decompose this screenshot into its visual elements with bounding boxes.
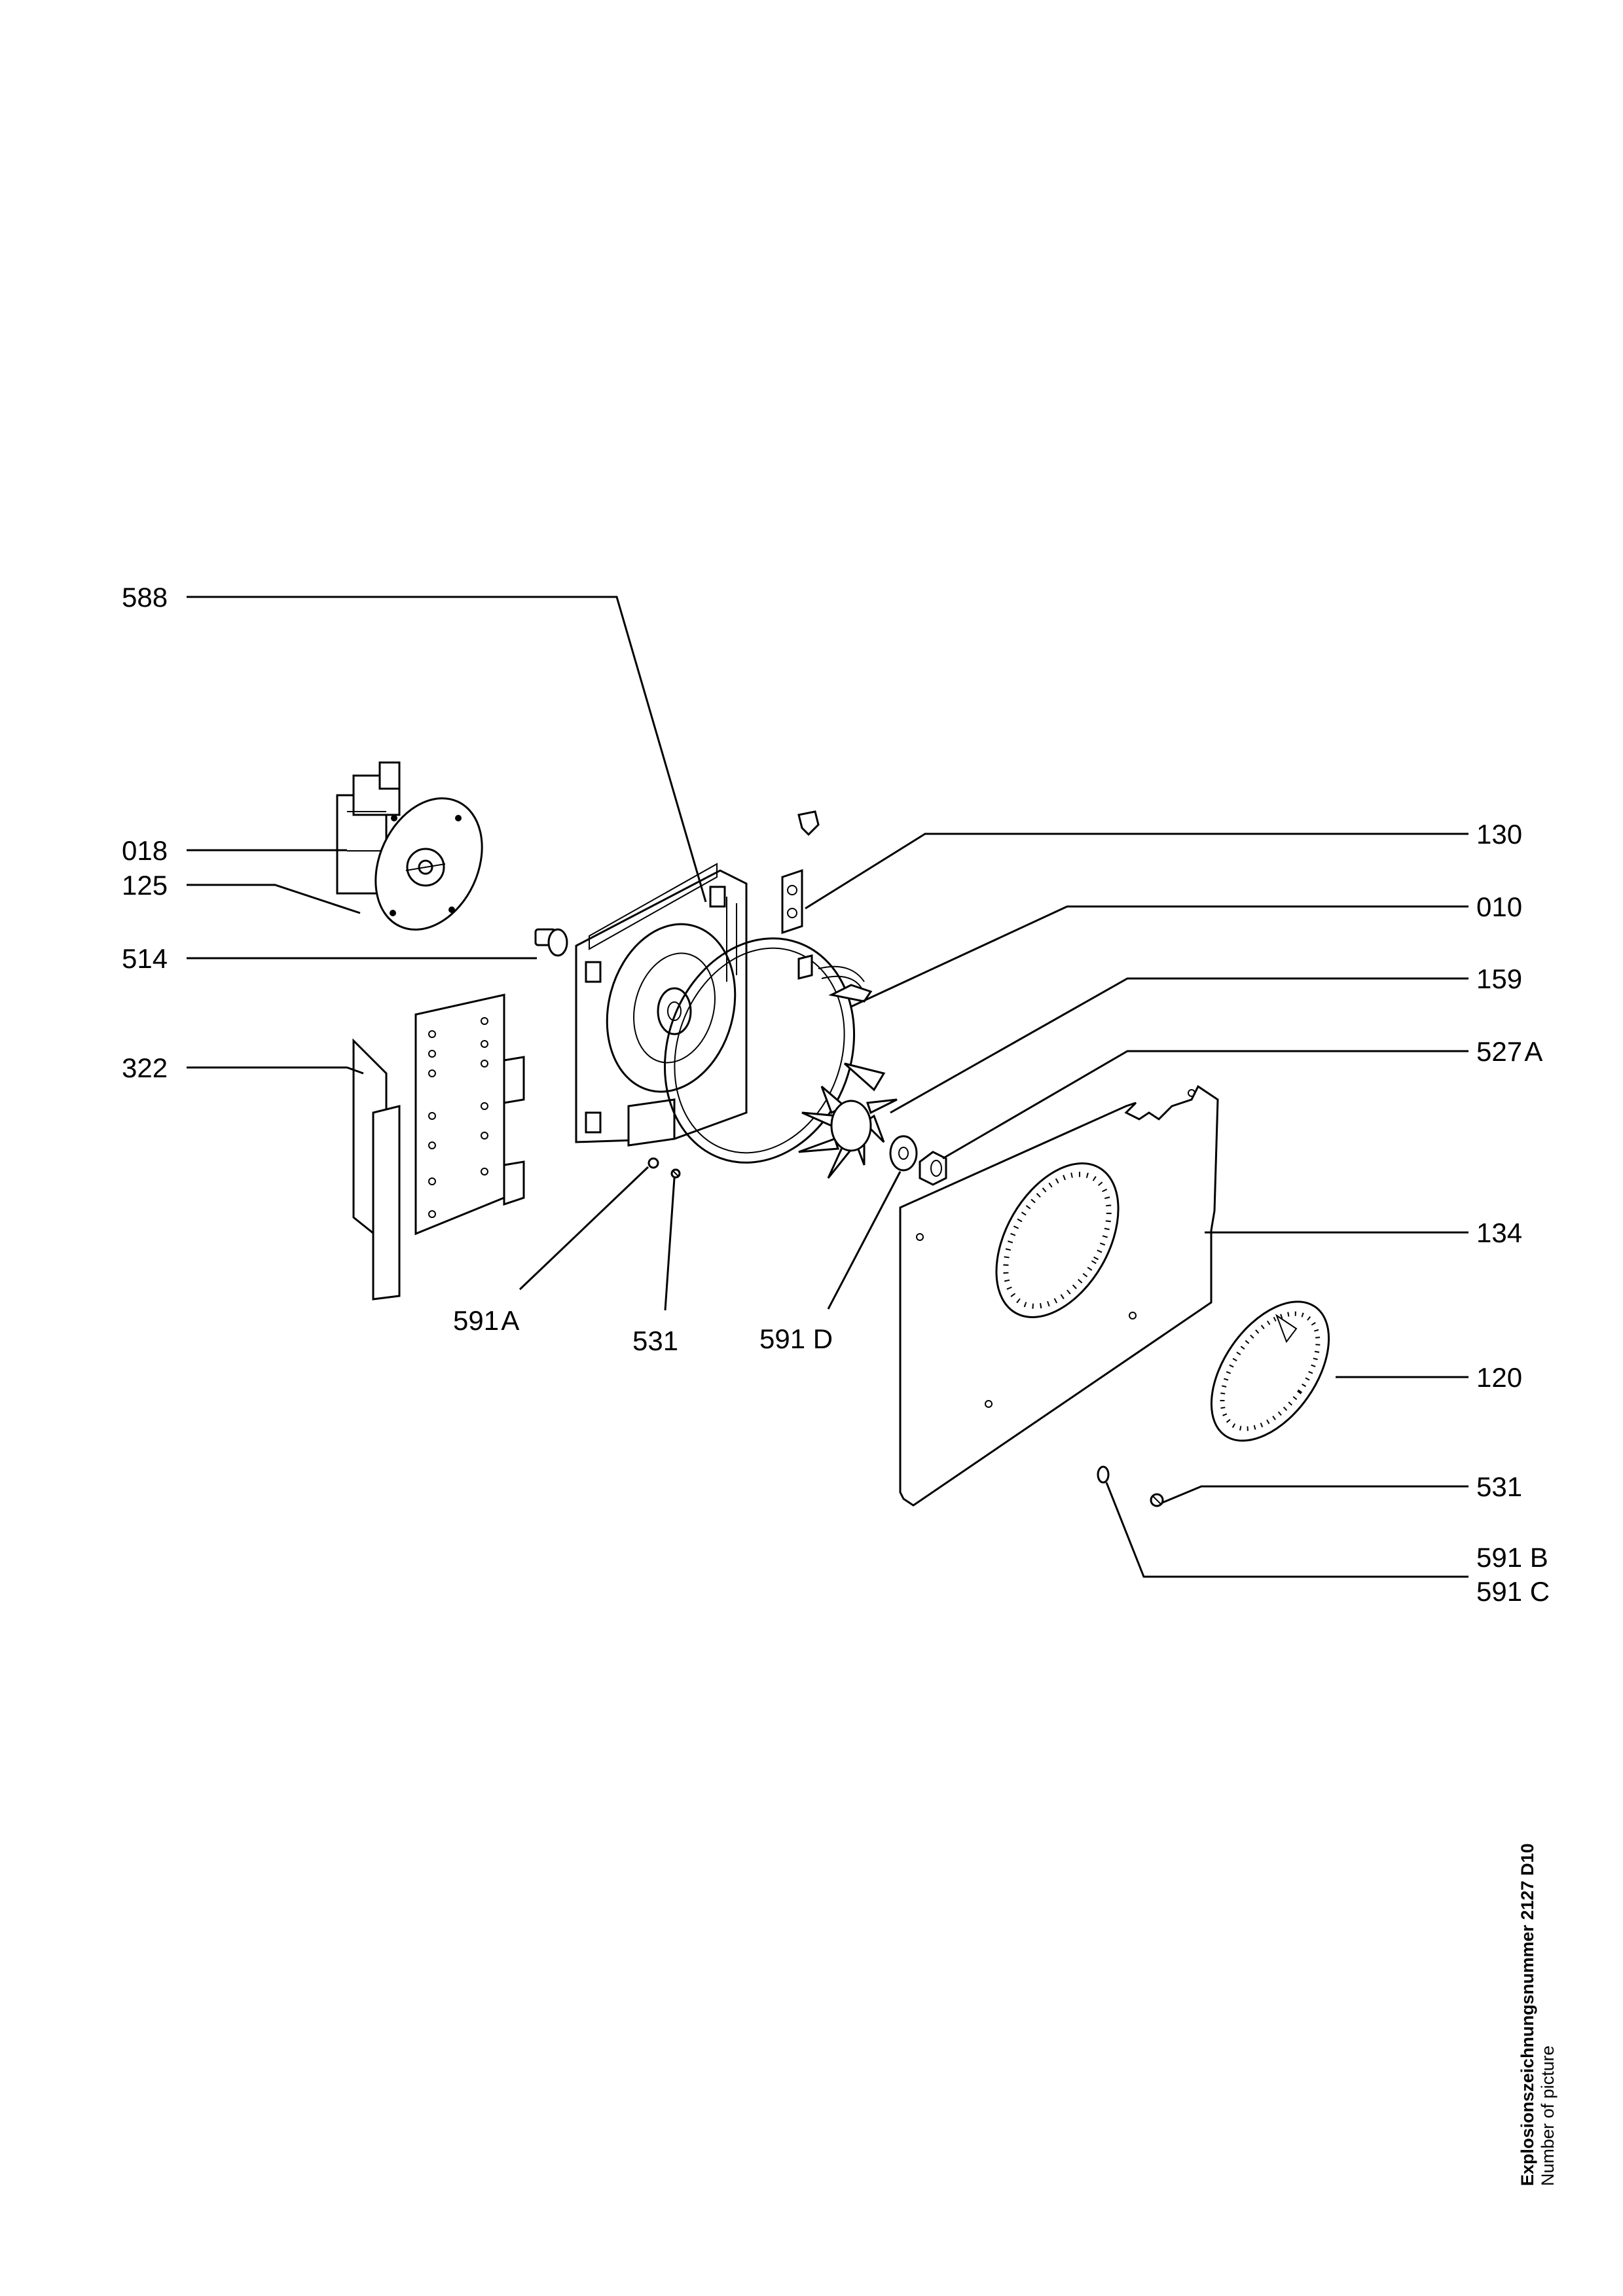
part-flange-125 [374, 797, 483, 931]
label-125: 125 [122, 870, 168, 901]
part-screw-591b [1097, 1465, 1110, 1484]
leader-591a [519, 1166, 649, 1291]
label-591d: 591 D [759, 1323, 833, 1354]
leader-125 [187, 884, 361, 914]
leader-159 [890, 977, 1468, 1114]
leader-531-right [1161, 1485, 1468, 1504]
leader-130 [805, 833, 1468, 910]
label-531-right: 531 [1476, 1471, 1522, 1502]
part-terminal-010 [797, 954, 873, 1003]
label-531-mid: 531 [632, 1325, 678, 1356]
leader-010 [850, 905, 1468, 1008]
leader-322 [187, 1066, 364, 1075]
part-labels: 588 018 125 514 322 130 010 159 527 A 13… [122, 582, 1550, 1607]
caption-number-of-picture: Number of picture [1538, 2045, 1558, 2186]
leader-lines [187, 596, 1468, 1578]
leader-591b-591c [1105, 1482, 1468, 1578]
label-134: 134 [1476, 1217, 1522, 1248]
part-grille-120 [1210, 1300, 1330, 1442]
part-bush-514 [534, 928, 568, 957]
leader-531-mid [664, 1177, 676, 1311]
leader-588 [187, 596, 707, 903]
label-322: 322 [122, 1052, 168, 1083]
part-rear-panel-134 [899, 1085, 1219, 1507]
part-housing-plate [575, 863, 748, 1147]
part-bracket-130 [781, 810, 820, 935]
caption-drawing-number: Explosionszeichnungsnummer 2127 D10 [1518, 1843, 1537, 2186]
label-018: 018 [122, 835, 168, 866]
part-heating-ring [663, 937, 865, 1164]
label-130: 130 [1476, 819, 1522, 850]
label-159: 159 [1476, 963, 1522, 994]
label-514: 514 [122, 943, 168, 974]
part-screw-591a [647, 1157, 659, 1169]
part-washer-591d [889, 1135, 918, 1172]
label-591c: 591 C [1476, 1576, 1550, 1607]
label-010: 010 [1476, 891, 1522, 922]
label-527a: 527 A [1476, 1036, 1542, 1067]
part-screw-531-mid [670, 1168, 681, 1179]
part-fan-159 [798, 1062, 898, 1179]
part-bracket-322 [352, 994, 525, 1300]
label-588: 588 [122, 582, 168, 613]
label-591a: 591 A [453, 1305, 519, 1336]
part-screw-531-right [1150, 1493, 1164, 1507]
leader-527a [942, 1050, 1468, 1160]
label-120: 120 [1476, 1362, 1522, 1393]
part-motor-018 [336, 761, 401, 895]
leader-591d [827, 1171, 902, 1310]
part-nut-527a [919, 1151, 947, 1186]
label-591b: 591 B [1476, 1542, 1548, 1573]
